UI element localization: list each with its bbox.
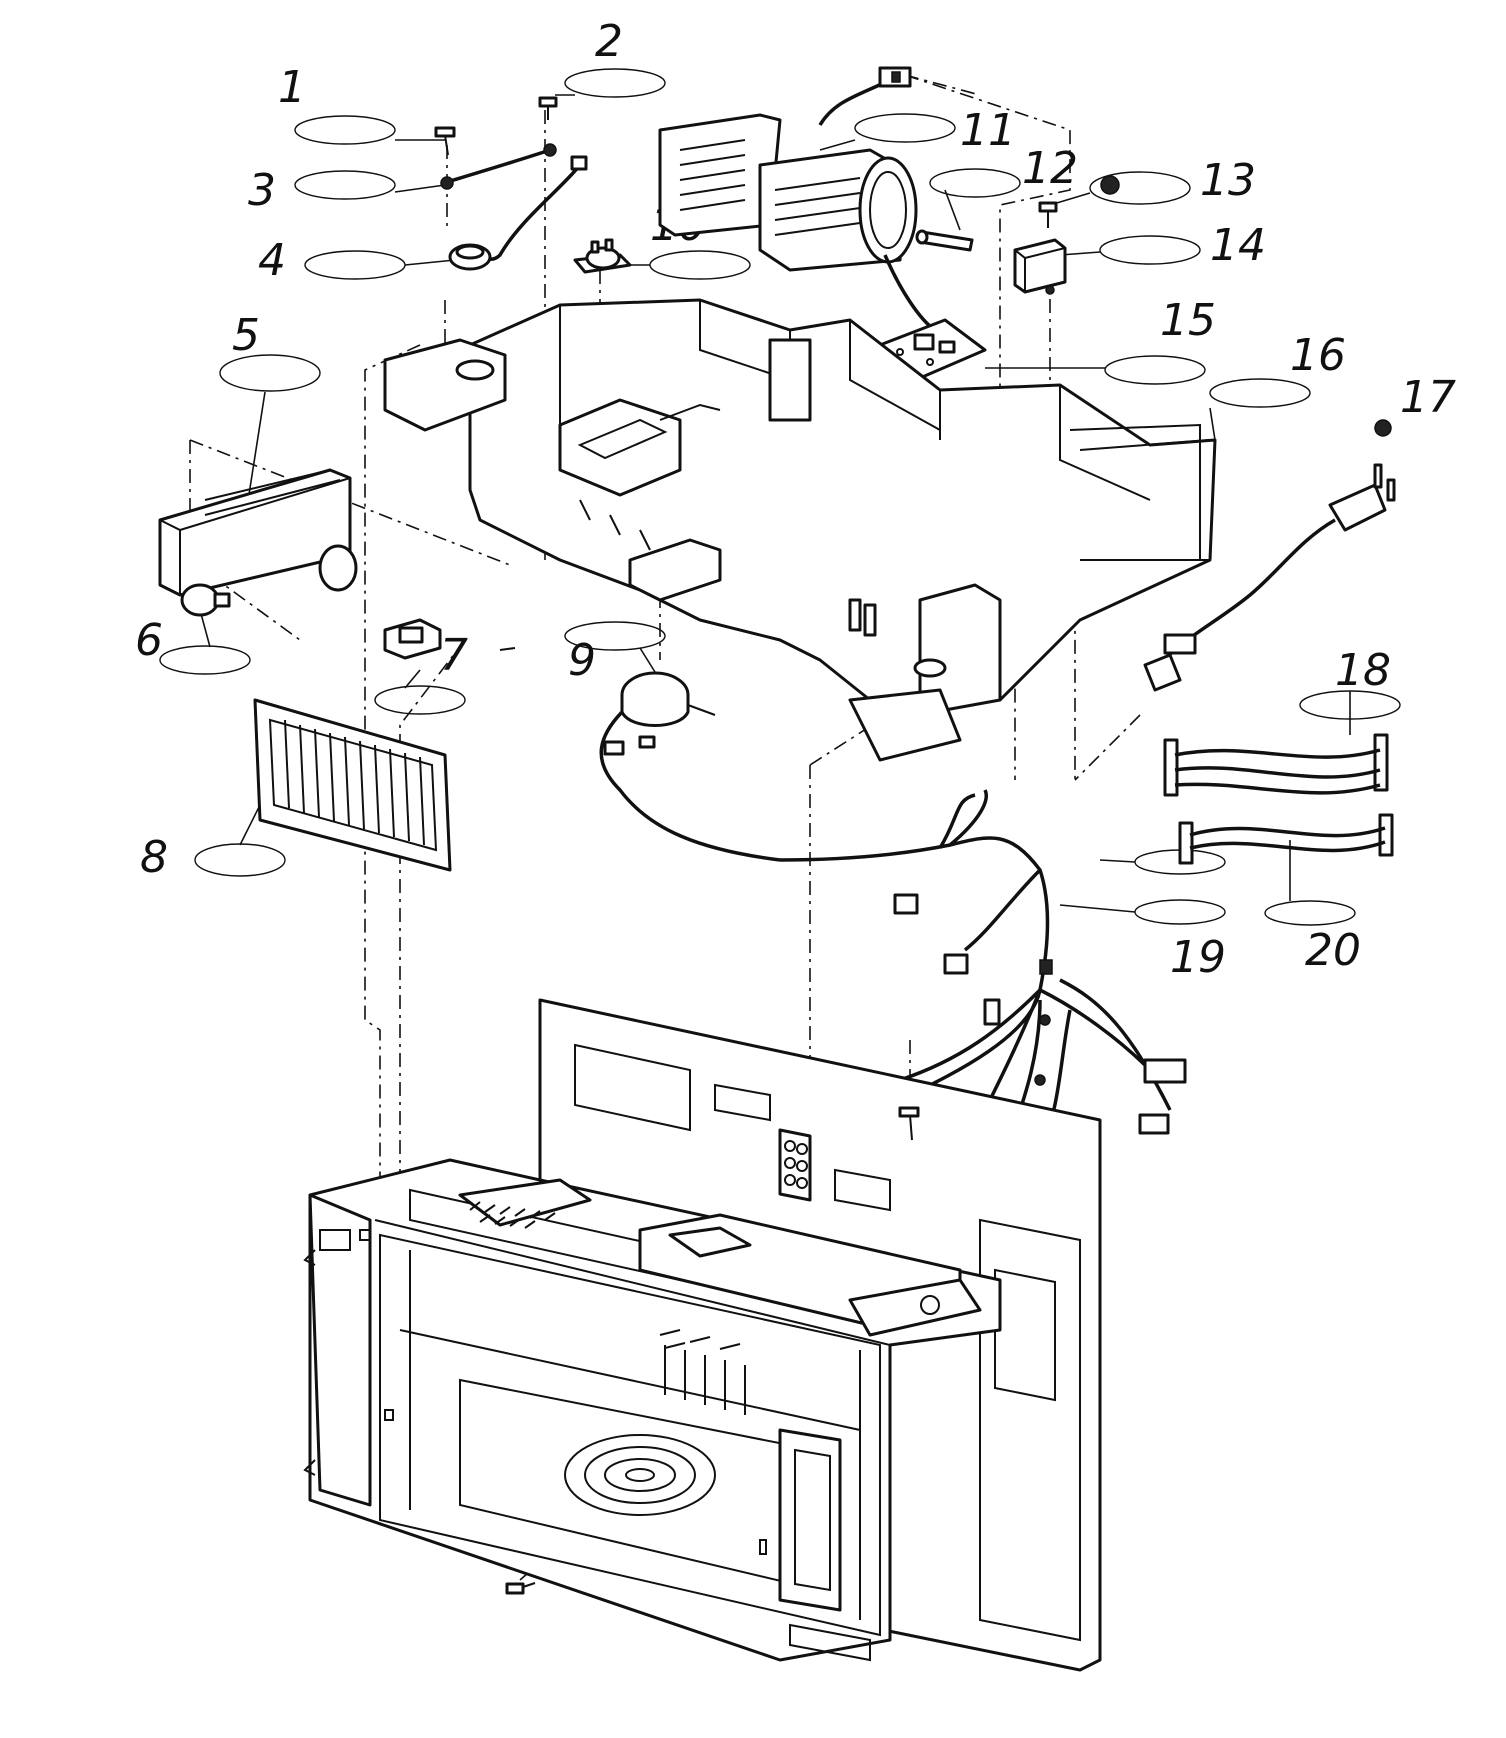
label-part-14: 14 (1210, 220, 1266, 271)
label-part-17: 17 (1400, 372, 1456, 423)
label-part-2: 2 (595, 16, 623, 67)
lamp-cover-part-5 (158, 468, 358, 597)
label-part-4: 4 (258, 235, 286, 286)
label-part-19: 19 (1170, 932, 1226, 983)
wire-harness-part-20 (1178, 813, 1394, 865)
fuse-part-12 (915, 229, 974, 252)
screw-part-13 (1038, 175, 1120, 228)
label-part-15: 15 (1160, 295, 1216, 346)
oven-cavity (303, 998, 1102, 1672)
lamp-bulb-part-6 (180, 583, 231, 617)
label-part-3: 3 (248, 165, 276, 216)
label-part-11: 11 (960, 105, 1016, 156)
label-part-5: 5 (232, 310, 260, 361)
screw-part-1 (434, 126, 456, 156)
part-labels: 1 2 3 4 5 6 7 8 9 10 11 12 13 14 15 16 1… (135, 16, 1456, 983)
power-cord-part-17 (1143, 419, 1396, 692)
screw-part-2 (538, 96, 558, 120)
ground-wire-part-3 (440, 143, 588, 261)
base-plate-part-16 (383, 298, 1217, 762)
label-part-20: 20 (1305, 925, 1361, 976)
turntable-motor-part-9 (599, 671, 781, 862)
label-part-6: 6 (135, 615, 163, 666)
label-part-8: 8 (140, 832, 168, 883)
thermostat-part-4 (448, 243, 492, 271)
label-part-12: 12 (1022, 143, 1078, 194)
label-part-7: 7 (440, 630, 468, 681)
vent-grille-part-8 (253, 698, 452, 872)
label-part-18: 18 (1335, 645, 1391, 696)
wire-harness-part-18 (1163, 733, 1389, 797)
label-part-16: 16 (1290, 330, 1346, 381)
leader-lines (199, 94, 1351, 913)
thermal-cutout-part-10 (573, 238, 632, 274)
label-part-1: 1 (278, 62, 306, 113)
lamp-socket-part-7 (383, 618, 516, 660)
cavity-screws (505, 1106, 920, 1595)
capacitor-part-14 (1013, 238, 1067, 295)
label-part-13: 13 (1200, 155, 1256, 206)
blower-motor-part-11 (658, 66, 937, 332)
